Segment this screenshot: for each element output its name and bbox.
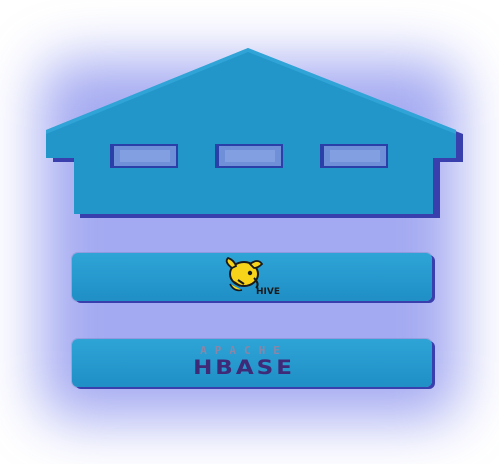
- hive-logo-text: HIVE: [256, 287, 280, 297]
- hbase-layer: APACHE HBASE: [72, 339, 432, 387]
- warehouse-window-1: [110, 144, 178, 168]
- warehouse-building: [46, 48, 463, 218]
- hive-layer: HIVE: [72, 253, 432, 301]
- hive-logo-icon: HIVE: [225, 256, 280, 297]
- warehouse-window-3: [320, 144, 388, 168]
- hbase-logo-apache-text: APACHE: [200, 344, 288, 357]
- hbase-logo: APACHE HBASE: [178, 345, 310, 381]
- warehouse-window-2: [215, 144, 283, 168]
- warehouse-roof: [46, 48, 456, 214]
- hbase-logo-main-text: HBASE: [193, 356, 295, 380]
